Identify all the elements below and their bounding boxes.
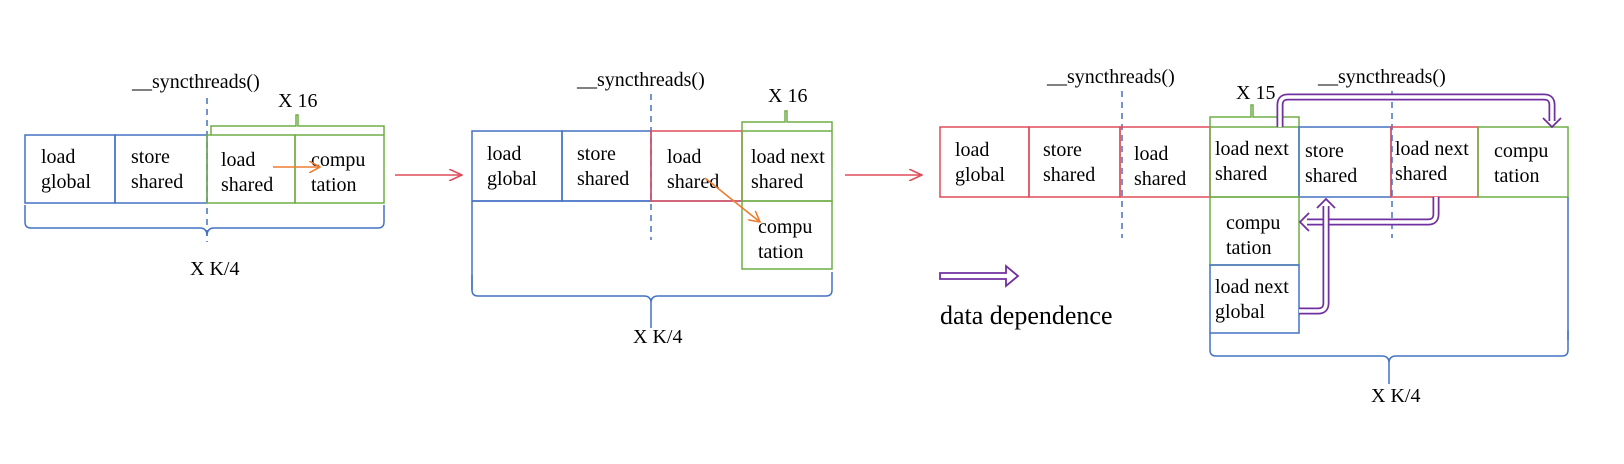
block-load-shared-3: load shared <box>1119 126 1211 198</box>
dependence-arrow-mid-inner <box>1307 197 1438 224</box>
block-load-global-3: load global <box>939 126 1030 198</box>
svg-text:global: global <box>41 171 91 193</box>
block-computation-3a: compu tation <box>1209 196 1300 266</box>
svg-text:shared: shared <box>1395 163 1447 185</box>
xk4-label-2: X K/4 <box>633 326 682 348</box>
svg-text:tation: tation <box>1494 165 1540 187</box>
svg-text:load next: load next <box>751 146 825 168</box>
legend: data dependence <box>939 264 1113 330</box>
syncthreads-label-1: __syncthreads() <box>131 71 260 93</box>
svg-text:shared: shared <box>667 171 719 193</box>
block-computation-2: compu tation <box>741 200 833 270</box>
x16-brace-1 <box>210 114 385 135</box>
svg-text:global: global <box>487 168 537 190</box>
svg-text:shared: shared <box>577 168 629 190</box>
dependence-arrow-top-outer <box>1276 93 1556 127</box>
x16-label-2: X 16 <box>768 85 807 107</box>
syncthreads-label-3a: __syncthreads() <box>1046 66 1175 88</box>
block-computation-3b: compu tation <box>1477 126 1569 198</box>
xk4-brace-1 <box>24 205 385 237</box>
svg-text:tation: tation <box>1226 237 1272 259</box>
legend-arrow-icon <box>939 264 1020 288</box>
block-store-shared-3: store shared <box>1028 126 1121 198</box>
svg-text:store: store <box>131 146 170 168</box>
svg-text:shared: shared <box>131 171 183 193</box>
svg-text:load next: load next <box>1215 276 1289 298</box>
svg-text:load next: load next <box>1395 138 1469 160</box>
block-store-shared-1: store shared <box>114 134 208 204</box>
svg-text:store: store <box>1305 140 1344 162</box>
diagram-3: __syncthreads() __syncthreads() X 15 loa… <box>939 66 1569 407</box>
svg-text:store: store <box>577 143 616 165</box>
svg-text:load next: load next <box>1215 138 1289 160</box>
svg-text:load: load <box>41 146 75 168</box>
svg-text:tation: tation <box>758 241 804 263</box>
legend-label: data dependence <box>940 301 1113 330</box>
block-load-global-2: load global <box>471 130 563 202</box>
x15-label: X 15 <box>1236 82 1275 104</box>
dependence-arrowhead-bottom <box>1316 197 1336 209</box>
xk4-label-3: X K/4 <box>1371 385 1420 407</box>
dependence-arrow-bottom-inner <box>1299 206 1328 313</box>
diagram-2: __syncthreads() X 16 load global store s… <box>471 69 833 348</box>
x15-brace <box>1209 104 1300 127</box>
svg-text:tation: tation <box>311 174 357 196</box>
block-load-next-shared-2: load next shared <box>741 130 833 202</box>
x16-brace-2 <box>741 110 833 131</box>
dependence-arrow-top-inner <box>1278 95 1554 127</box>
syncthreads-label-3b: __syncthreads() <box>1317 66 1446 88</box>
syncthreads-label-2: __syncthreads() <box>576 69 705 91</box>
diagram-1: __syncthreads() X 16 load global store s… <box>24 71 385 280</box>
block-load-global-1: load global <box>24 134 116 204</box>
block-load-next-global-3: load next global <box>1209 264 1300 334</box>
svg-text:shared: shared <box>221 174 273 196</box>
svg-text:shared: shared <box>1305 165 1357 187</box>
block-load-shared-2: load shared <box>650 130 743 202</box>
svg-text:shared: shared <box>1134 168 1186 190</box>
svg-text:global: global <box>1215 301 1265 323</box>
svg-text:store: store <box>1043 139 1082 161</box>
svg-text:shared: shared <box>1043 164 1095 186</box>
xk4-brace-2 <box>471 272 833 328</box>
svg-text:shared: shared <box>1215 163 1267 185</box>
svg-text:compu: compu <box>1226 212 1280 234</box>
block-load-shared-1: load shared <box>206 134 296 204</box>
xk4-label-1: X K/4 <box>190 258 239 280</box>
block-store-shared-3b: store shared <box>1298 126 1392 198</box>
svg-text:load: load <box>221 149 255 171</box>
svg-text:compu: compu <box>311 149 365 171</box>
svg-text:load: load <box>955 139 989 161</box>
block-load-next-shared-3b: load next shared <box>1390 126 1479 198</box>
x16-label-1: X 16 <box>278 90 317 112</box>
svg-text:load: load <box>487 143 521 165</box>
svg-text:compu: compu <box>1494 140 1548 162</box>
svg-text:shared: shared <box>751 171 803 193</box>
dependence-arrowhead-top <box>1542 117 1562 129</box>
svg-text:compu: compu <box>758 216 812 238</box>
dependence-arrowhead-mid <box>1298 212 1310 232</box>
block-computation-1: compu tation <box>294 134 385 204</box>
svg-text:load: load <box>667 146 701 168</box>
svg-text:global: global <box>955 164 1005 186</box>
block-load-next-shared-3a: load next shared <box>1209 126 1300 198</box>
xk4-brace-3 <box>1209 330 1569 384</box>
dependency-arrow-2 <box>704 177 760 222</box>
svg-text:load: load <box>1134 143 1168 165</box>
block-store-shared-2: store shared <box>561 130 652 202</box>
